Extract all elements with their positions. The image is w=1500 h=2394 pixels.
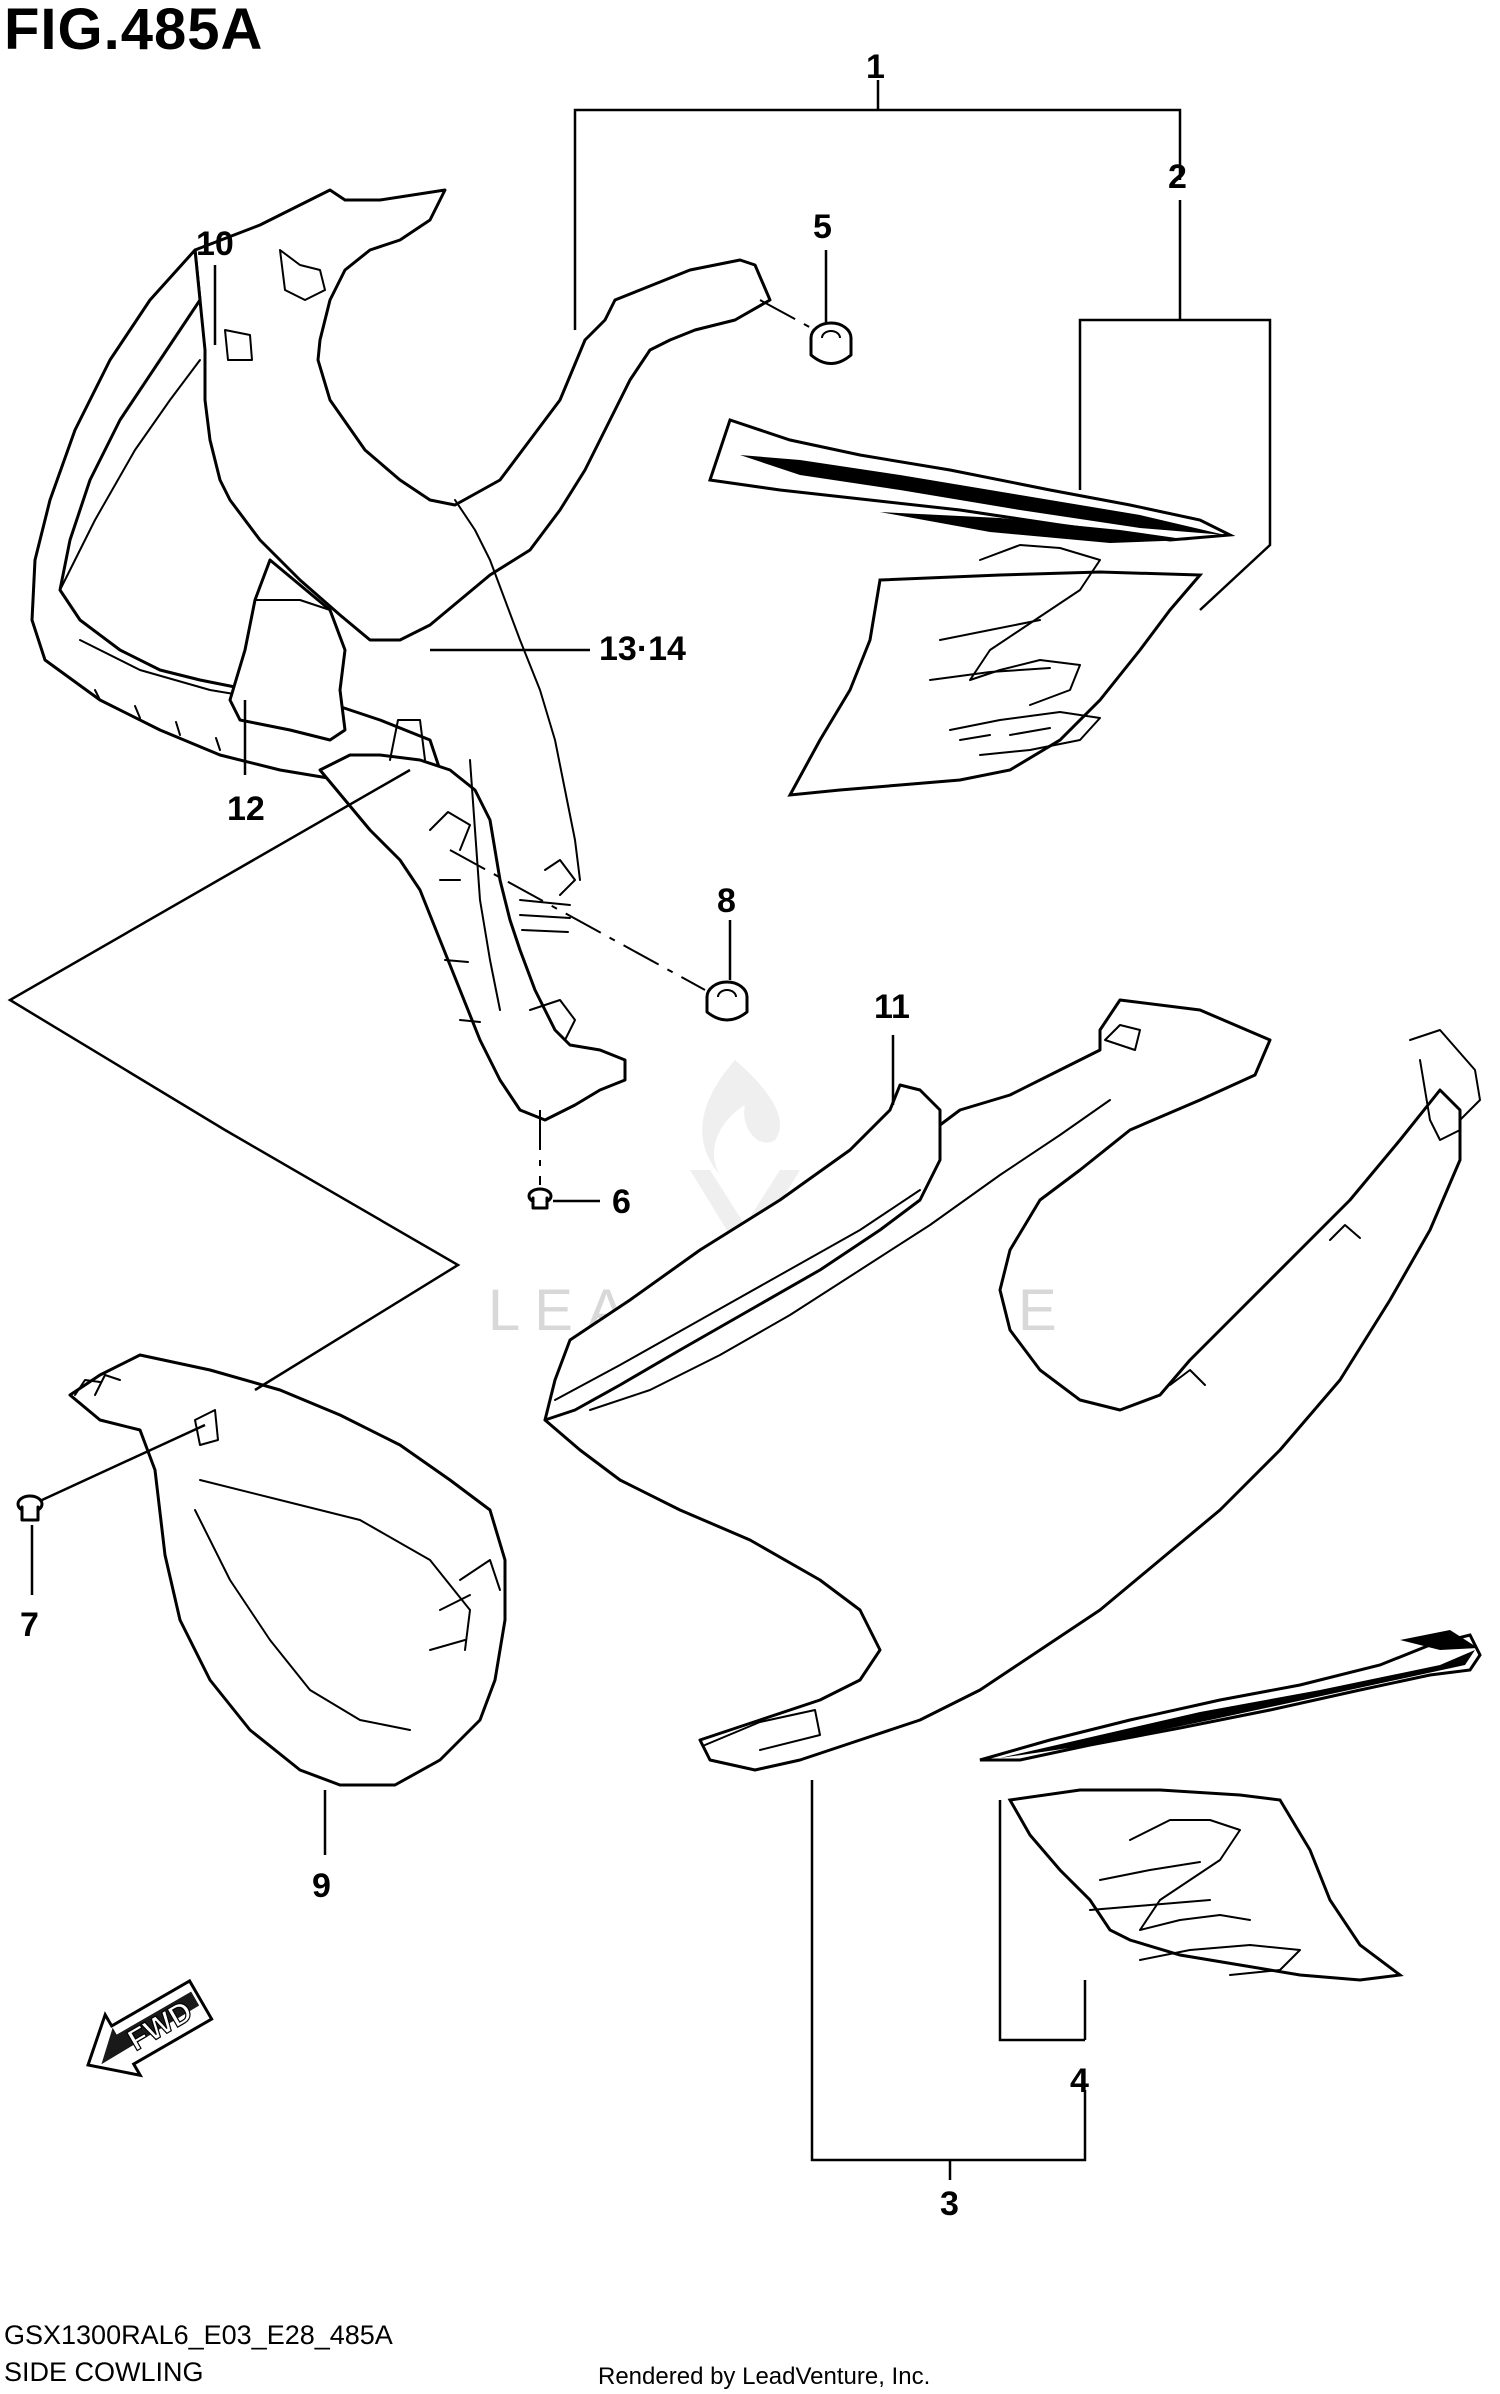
part-6-fastener[interactable] (527, 1187, 553, 1210)
part-11-side-cowling[interactable] (543, 998, 1481, 1772)
drawing-code: GSX1300RAL6_E03_E28_485A (4, 2320, 393, 2350)
leader-4-bracket (998, 1800, 1085, 2042)
rendered-by-credit: Rendered by LeadVenture, Inc. (598, 2363, 931, 2390)
part-8-grommet[interactable] (705, 980, 749, 1022)
part-13-14-inner-frame[interactable] (318, 499, 627, 1122)
callout-1: 1 (866, 48, 885, 86)
callout-10: 10 (196, 225, 234, 263)
part-10-inner-panel[interactable] (30, 188, 772, 802)
callout-8: 8 (717, 882, 736, 920)
fwd-arrow-icon: FWD (86, 1978, 214, 2078)
part-2-decal-set[interactable] (708, 418, 1236, 797)
callout-7: 7 (20, 1606, 39, 1644)
callout-11: 11 (874, 988, 910, 1026)
callout-2: 2 (1168, 158, 1187, 196)
part-5-grommet[interactable] (809, 321, 853, 365)
callout-4: 4 (1070, 2062, 1089, 2100)
leader-3-bracket (810, 1780, 1087, 2162)
leader-7-to-panel (41, 1423, 206, 1502)
part-7-fastener[interactable] (16, 1494, 44, 1522)
leader-2-bracket (1078, 318, 1272, 611)
callout-9: 9 (312, 1867, 331, 1905)
callout-6: 6 (612, 1183, 631, 1221)
callout-5: 5 (813, 208, 832, 246)
figure-title: FIG.485A (4, 0, 264, 62)
part-9-link-diamond (7, 768, 461, 1392)
part-9-lower-inner-cowl[interactable] (68, 1353, 507, 1787)
watermark-logo (690, 1060, 800, 1260)
fastener-axis-8 (449, 849, 706, 991)
callout-13-14: 13·14 (599, 630, 686, 668)
part-4-decal-set[interactable] (979, 1630, 1482, 1982)
drawing-name: SIDE COWLING (4, 2357, 204, 2387)
callout-3: 3 (940, 2185, 959, 2223)
part-12-inner-liner[interactable] (228, 558, 347, 742)
fastener-axis-5 (759, 299, 816, 331)
callout-12: 12 (227, 790, 265, 828)
